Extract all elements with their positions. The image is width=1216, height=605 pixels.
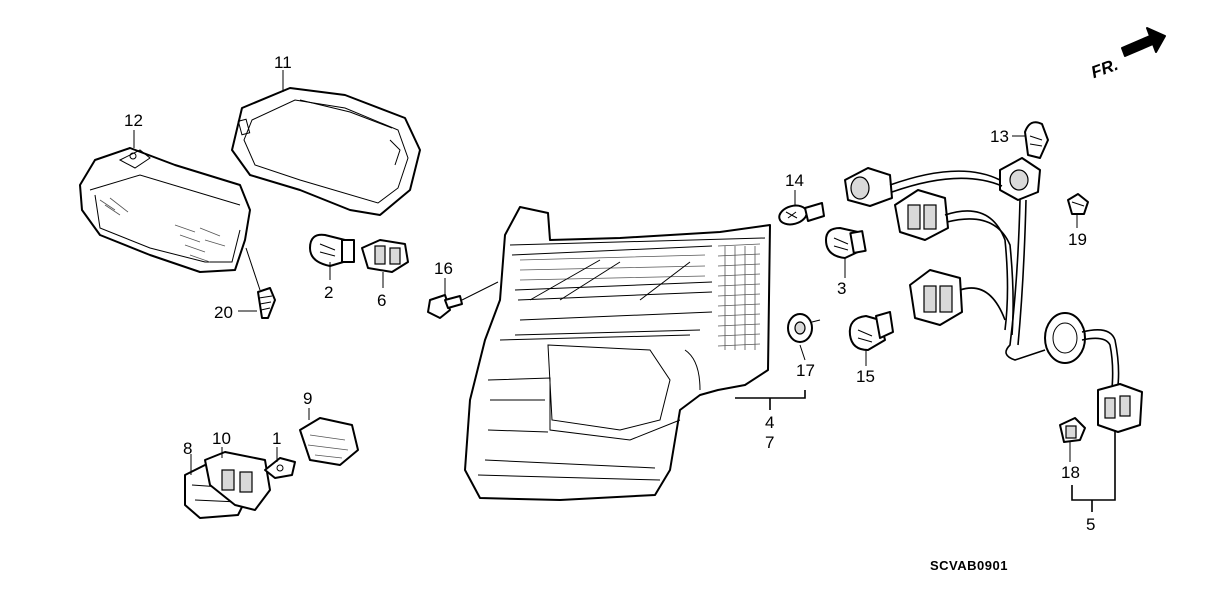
callout-17: 17 <box>796 361 815 380</box>
callout-12: 12 <box>124 111 143 130</box>
callout-18: 18 <box>1061 463 1080 482</box>
part-18-clip <box>1059 417 1086 443</box>
part-5-wire-harness <box>844 157 1143 512</box>
part-3-bulb <box>825 227 867 259</box>
callout-11: 11 <box>274 53 292 72</box>
callout-15: 15 <box>856 367 875 386</box>
part-2-bulb <box>309 233 355 267</box>
figure-code: SCVAB0901 <box>930 558 1008 573</box>
part-17-grommet <box>787 313 821 343</box>
part-9-holder <box>299 417 359 466</box>
part-14-bulb <box>778 202 825 226</box>
callout-9: 9 <box>303 389 312 408</box>
callout-8: 8 <box>183 439 192 458</box>
part-19-clip <box>1067 193 1089 215</box>
part-15-bulb <box>848 311 894 351</box>
callout-19: 19 <box>1068 230 1087 249</box>
part-1-clip <box>264 457 296 479</box>
part-4-7-taillight-assembly <box>464 206 771 501</box>
direction-label: FR. <box>1088 55 1120 82</box>
part-12-lamp-unit <box>79 147 251 273</box>
callout-16: 16 <box>434 259 453 278</box>
callout-2: 2 <box>324 283 333 302</box>
callout-1: 1 <box>272 429 281 448</box>
callout-numbers: 11 12 20 2 6 16 14 3 17 15 4 7 13 19 18 … <box>124 53 1095 534</box>
callout-leaders <box>133 70 1078 475</box>
part-20-screw <box>257 287 276 319</box>
part-16-bolt <box>427 281 499 319</box>
callout-3: 3 <box>837 279 846 298</box>
bracket-4-7 <box>735 390 806 399</box>
callout-7: 7 <box>765 433 774 452</box>
part-6-socket <box>361 239 409 273</box>
callout-20: 20 <box>214 303 233 322</box>
part-10-bracket <box>204 451 271 511</box>
callout-6: 6 <box>377 291 386 310</box>
callout-4: 4 <box>765 413 774 432</box>
callout-10: 10 <box>212 429 231 448</box>
part-13-bulb <box>1024 121 1049 159</box>
front-direction-indicator: FR. <box>1088 27 1166 82</box>
callout-14: 14 <box>785 171 804 190</box>
part-11-lens-housing <box>231 87 421 216</box>
callout-13: 13 <box>990 127 1009 146</box>
callout-5: 5 <box>1086 515 1095 534</box>
